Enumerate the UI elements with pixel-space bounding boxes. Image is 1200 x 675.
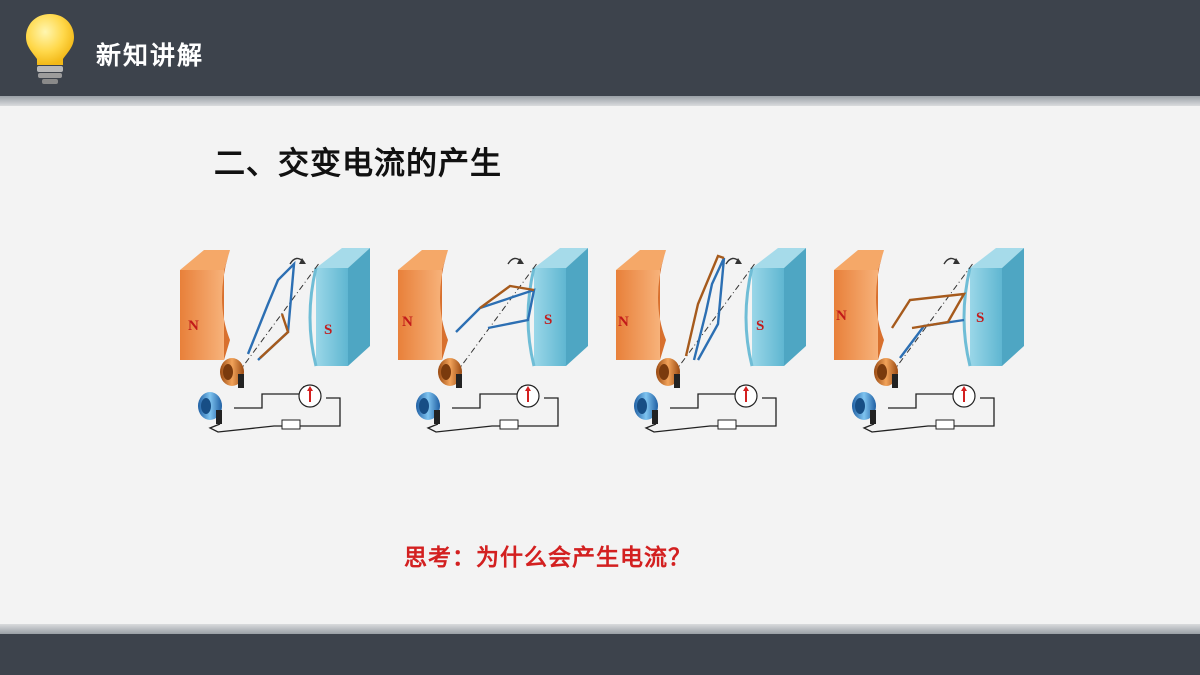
generator-figure-3: N S: [614, 246, 808, 434]
north-label-3: N: [618, 314, 629, 330]
north-label-4: N: [836, 308, 847, 324]
north-label-2: N: [402, 314, 413, 330]
lightbulb-icon: [26, 14, 74, 84]
generator-figure-4: N S: [832, 246, 1026, 434]
south-label-3: S: [756, 318, 764, 334]
question-text: 思考：为什么会产生电流？: [404, 545, 692, 571]
south-label-2: S: [544, 312, 552, 328]
bottom-bar: [0, 634, 1200, 675]
section-title: 二、交变电流的产生: [214, 146, 502, 182]
top-bar: [0, 0, 1200, 96]
generator-figure-1: N S: [178, 246, 372, 434]
top-bar-shadow: [0, 96, 1200, 106]
bottom-bar-shadow: [0, 624, 1200, 634]
south-label-1: S: [324, 322, 332, 338]
north-label-1: N: [188, 318, 199, 334]
generator-figure-2: N S: [396, 246, 590, 434]
header-title: 新知讲解: [96, 41, 205, 70]
south-label-4: S: [976, 310, 984, 326]
generator-figures: N S N S N S N S: [178, 246, 1026, 434]
